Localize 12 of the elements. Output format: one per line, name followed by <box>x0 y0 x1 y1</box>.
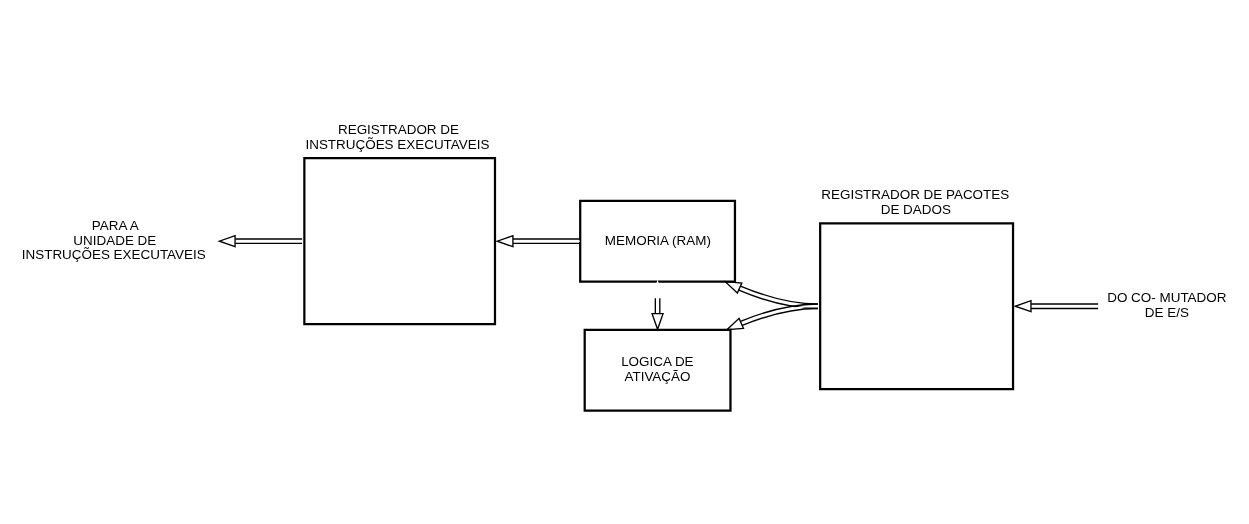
arrow <box>495 234 581 248</box>
arrow <box>725 302 819 330</box>
arrow <box>217 234 303 248</box>
arrow <box>1013 299 1099 313</box>
node-text: DO CO- MUTADOR DE E/S <box>1107 289 1227 320</box>
node-text: PARA A UNIDADE DE INSTRUÇÕES EXECUTAVEIS <box>21 217 206 262</box>
node-box: MEMORIA (RAM) <box>579 199 737 283</box>
node-box <box>819 221 1015 390</box>
node-box: LOGICA DE ATIVAÇÃO <box>583 328 732 412</box>
node-label: REGISTRADOR DE PACOTES DE DADOS <box>821 186 1010 217</box>
node-box <box>303 156 497 325</box>
node-label: REGISTRADOR DE INSTRUÇÕES EXECUTAVEIS <box>305 121 490 152</box>
